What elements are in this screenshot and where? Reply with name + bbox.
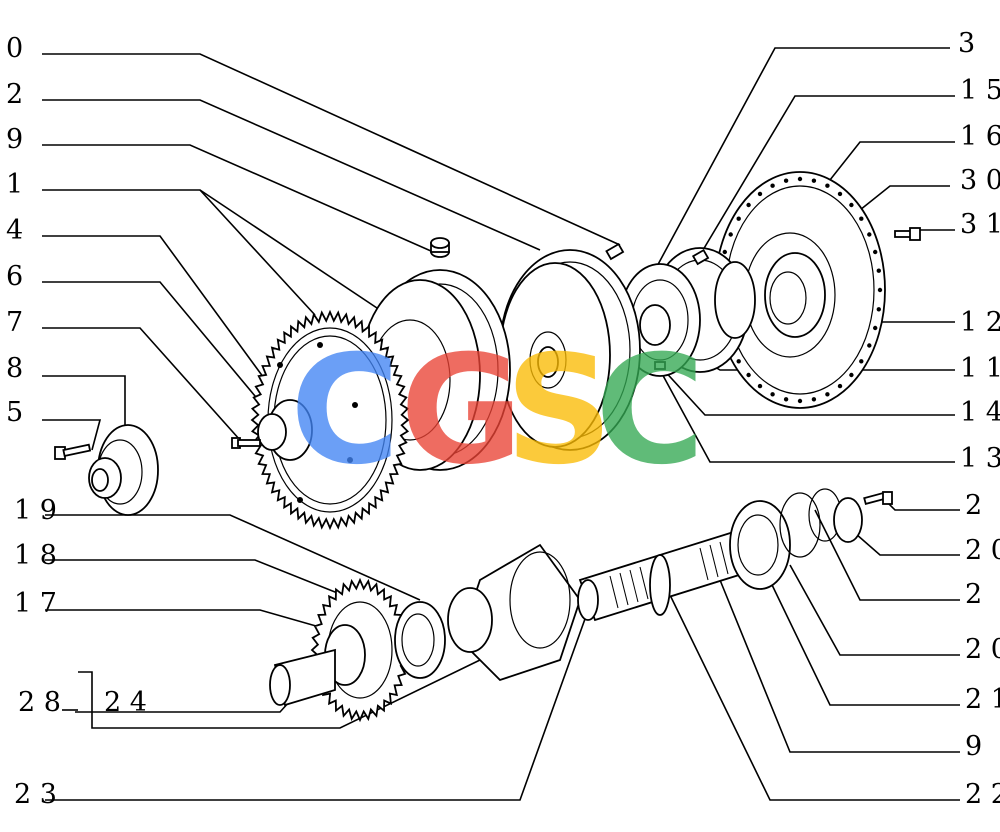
- housing-hole: [873, 325, 878, 331]
- housing-hole: [849, 372, 854, 378]
- callout-7: 7: [6, 307, 23, 338]
- callout-22: 2 2: [965, 779, 1000, 810]
- housing-hole: [797, 176, 803, 182]
- housing-hole: [728, 232, 733, 237]
- callout-28: 2 8: [18, 687, 61, 718]
- snap-rings: [779, 488, 863, 558]
- housing-hole: [770, 392, 775, 397]
- flange-8: [88, 424, 159, 516]
- housing-hole: [825, 183, 830, 188]
- watermark-letter-4: C: [595, 324, 705, 498]
- housing-hole: [757, 191, 763, 197]
- bearing-18: [394, 601, 446, 679]
- housing-hole: [811, 178, 817, 183]
- callout-0: 0: [6, 33, 23, 64]
- callout-labels-left: 0 2 9 1 4 6 7 8 5 1 9 1 8 1 7 2 8 2 4 2 …: [6, 33, 147, 810]
- bolt-31: [894, 227, 921, 241]
- callout-5: 5: [6, 397, 23, 428]
- housing-hole: [825, 392, 830, 397]
- housing-hole: [736, 359, 741, 364]
- callout-15: 1 5: [960, 75, 1000, 106]
- turbine-wheel: [499, 249, 641, 451]
- callout-16: 1 6: [960, 121, 1000, 152]
- housing-hole: [722, 249, 727, 255]
- output-gear: [310, 577, 410, 723]
- housing-hole: [811, 397, 817, 402]
- housing-hole: [859, 216, 864, 221]
- callout-1: 1: [6, 169, 23, 200]
- housing-hole: [849, 202, 854, 208]
- small-bolts: [605, 242, 710, 370]
- housing-hole: [783, 397, 789, 402]
- housing-hole: [736, 216, 741, 221]
- callout-17: 1 7: [14, 588, 57, 619]
- callout-3: 3: [958, 28, 975, 59]
- watermark-letter-3: S: [505, 324, 613, 498]
- callout-11: 1 1: [960, 353, 1000, 384]
- gear-holes: [277, 342, 358, 503]
- callout-13: 1 3: [960, 443, 1000, 474]
- callout-18: 1 8: [14, 540, 57, 571]
- callout-12: 1 2: [960, 307, 1000, 338]
- callout-21: 2 1: [965, 684, 1000, 715]
- housing-hole: [837, 383, 843, 389]
- bolt-7: [231, 437, 261, 449]
- callout-9-right: 9: [965, 731, 982, 762]
- watermark-letter-2: G: [400, 324, 523, 498]
- housing-hole: [867, 343, 872, 348]
- callout-20: 2 0: [965, 634, 1000, 665]
- callout-24: 2 4: [104, 687, 147, 718]
- callout-19: 1 9: [14, 495, 57, 526]
- housing-hole: [876, 268, 881, 273]
- callout-20-right-b: 2 0: [965, 535, 1000, 566]
- watermark: C G S C: [290, 324, 705, 498]
- housing-hole: [746, 372, 751, 378]
- housing-hole: [770, 183, 775, 188]
- callout-2-right-a: 2: [965, 490, 982, 521]
- bearing-20: [729, 500, 791, 590]
- housing-hole: [837, 191, 843, 197]
- callout-2: 2: [6, 79, 23, 110]
- ring-gear: [250, 309, 410, 531]
- callout-14: 1 4: [960, 397, 1000, 428]
- plug-9: [430, 237, 450, 258]
- watermark-letter-1: C: [290, 324, 400, 498]
- housing-hole: [757, 383, 763, 389]
- housing-hole: [867, 232, 872, 237]
- callout-8: 8: [6, 353, 23, 384]
- housing-hole: [746, 202, 751, 208]
- callout-9: 9: [6, 124, 23, 155]
- callout-4: 4: [6, 215, 23, 246]
- bolt-2x: [863, 491, 893, 506]
- housing-hole: [873, 249, 878, 255]
- callout-23: 2 3: [14, 779, 57, 810]
- housing-hole: [876, 307, 881, 312]
- main-shaft: [577, 528, 757, 622]
- adapter-housing: [447, 543, 582, 682]
- bolt-5: [54, 443, 92, 460]
- housing-hole: [877, 287, 883, 293]
- callout-labels-right: 3 1 5 1 6 3 0 3 1 1 2 1 1 1 4 1 3 2 2 0 …: [958, 28, 1000, 810]
- housing-hole: [859, 359, 864, 364]
- callout-31: 3 1: [960, 209, 1000, 240]
- housing-hole: [783, 178, 789, 183]
- callout-2-right-c: 2: [965, 579, 982, 610]
- callout-6: 6: [6, 261, 23, 292]
- housing-hole: [797, 398, 803, 404]
- callout-30: 3 0: [960, 165, 1000, 196]
- output-shaft-stub: [269, 648, 336, 707]
- housing-plate: [714, 171, 886, 409]
